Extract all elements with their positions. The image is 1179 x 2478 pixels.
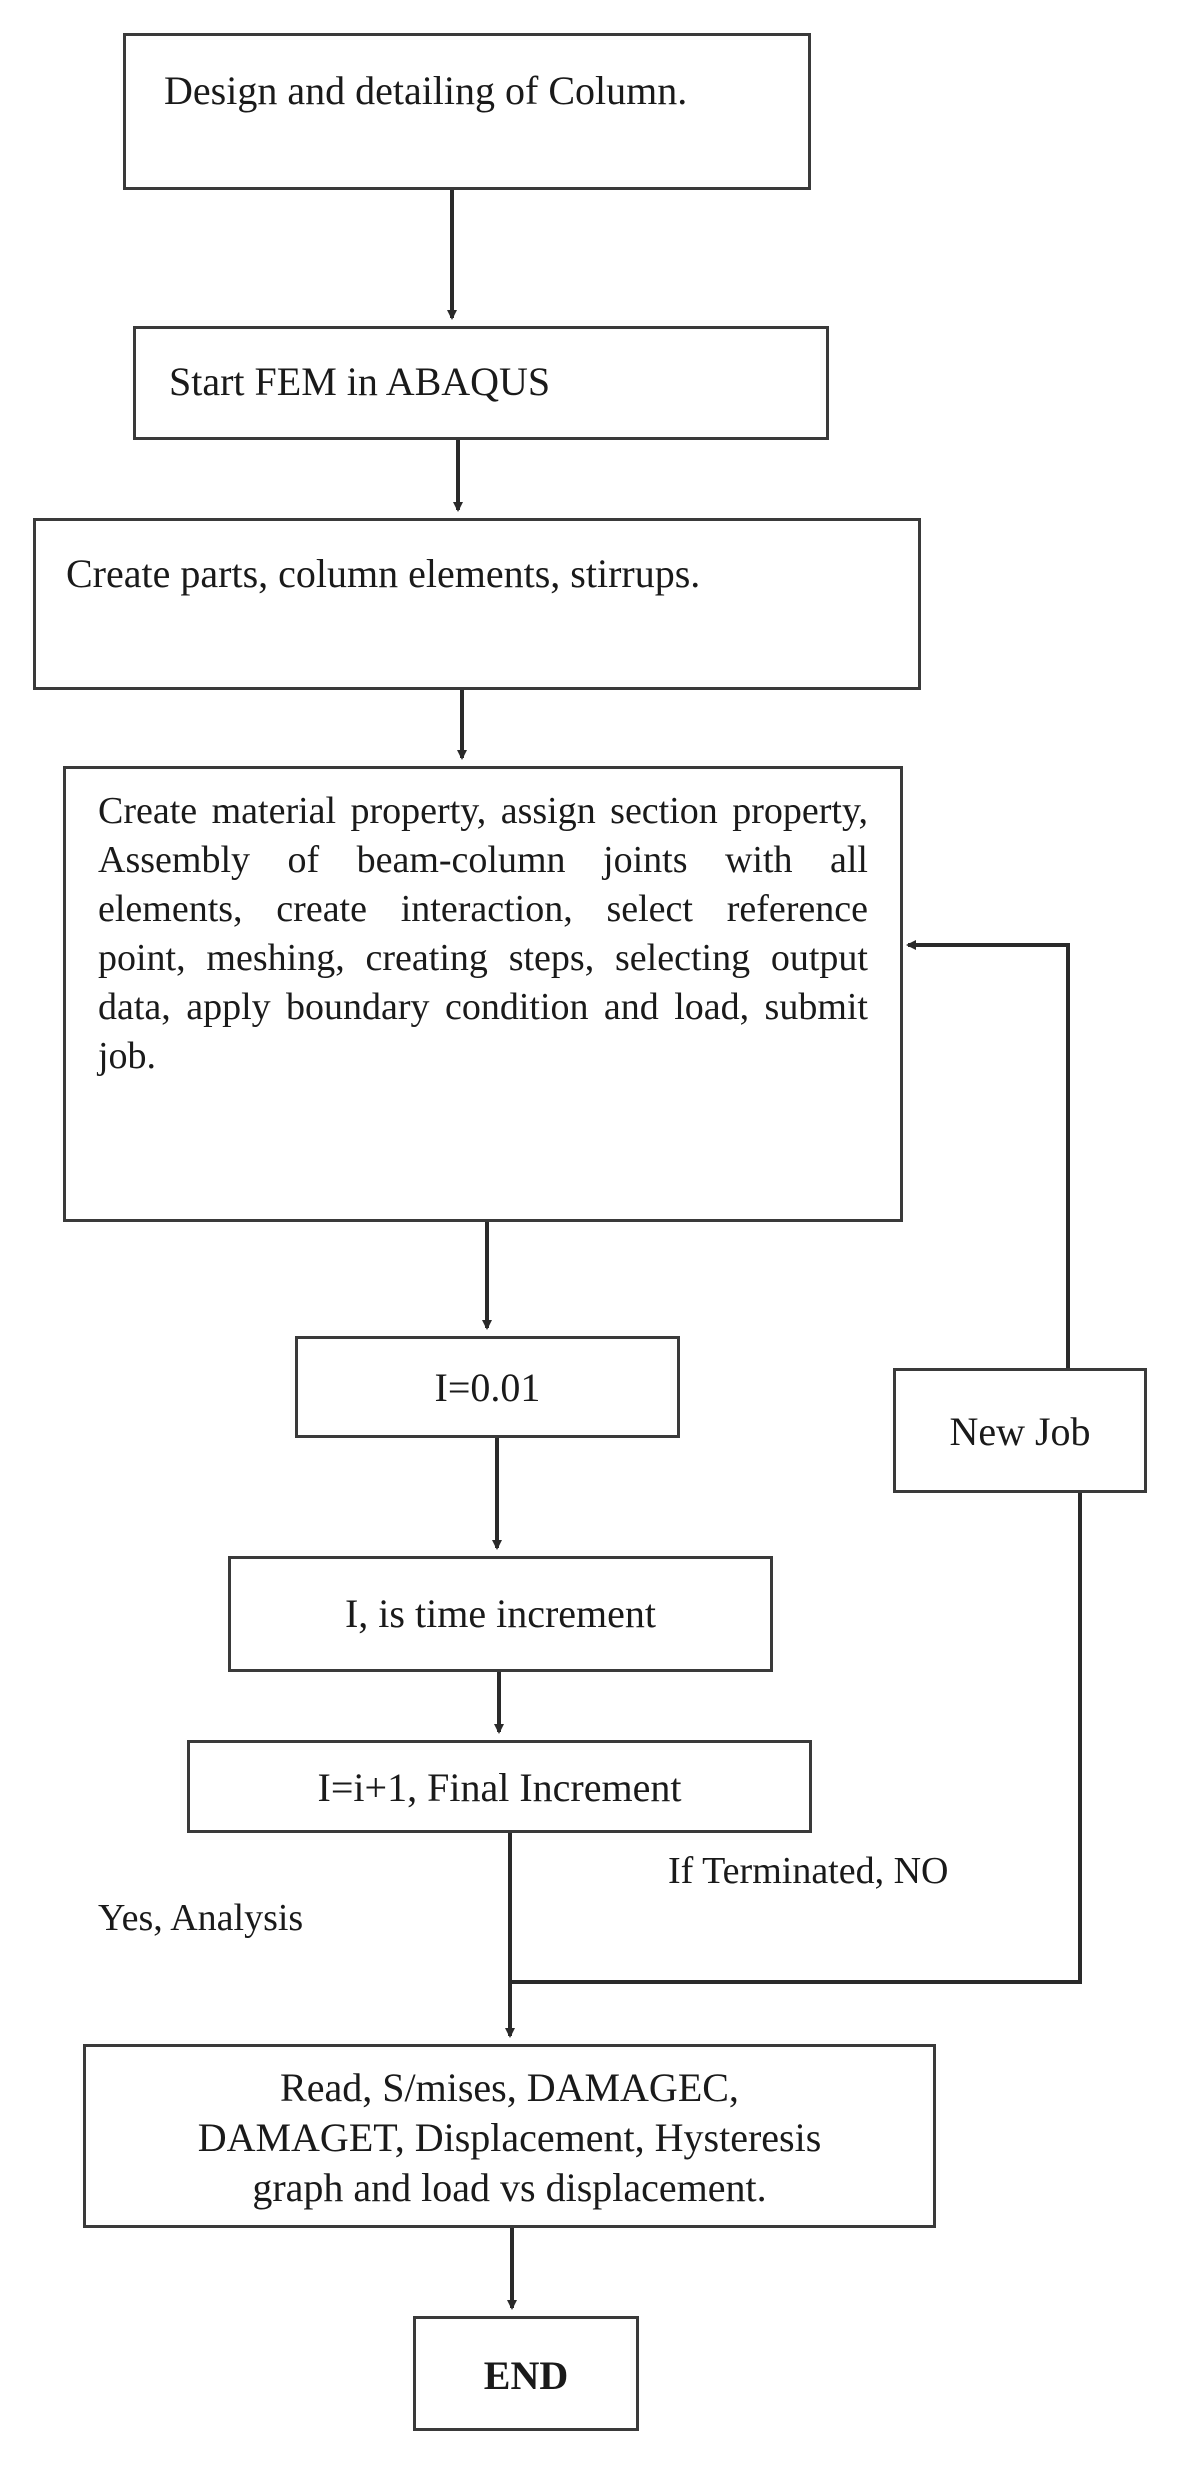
step-design-text: Design and detailing of Column.	[164, 68, 688, 113]
loop-terminated-to-newjob	[510, 1493, 1082, 1984]
step-material-text: Create material property, assign section…	[98, 790, 868, 1077]
step-read-results: Read, S/mises, DAMAGEC, DAMAGET, Displac…	[83, 2044, 936, 2228]
step-start-fem: Start FEM in ABAQUS	[133, 326, 829, 440]
results-line-3: graph and load vs displacement.	[252, 2165, 767, 2210]
step-start-fem-text: Start FEM in ABAQUS	[169, 359, 551, 404]
step-create-parts: Create parts, column elements, stirrups.	[33, 518, 921, 690]
step-final-increment: I=i+1, Final Increment	[187, 1740, 812, 1833]
step-material-property: Create material property, assign section…	[63, 766, 903, 1222]
step-init-increment: I=0.01	[295, 1336, 680, 1438]
step-new-job-text: New Job	[949, 1409, 1091, 1454]
label-if-terminated-no: If Terminated, NO	[668, 1850, 949, 1892]
step-end-text: END	[483, 2353, 569, 2398]
step-new-job: New Job	[893, 1368, 1147, 1493]
results-line-2: DAMAGET, Displacement, Hysteresis	[197, 2115, 822, 2160]
label-yes-analysis: Yes, Analysis	[98, 1897, 304, 1939]
step-create-parts-text: Create parts, column elements, stirrups.	[66, 551, 701, 596]
step-end: END	[413, 2316, 639, 2431]
step-init-increment-text: I=0.01	[434, 1365, 541, 1410]
loop-newjob-to-material	[906, 940, 1070, 1368]
step-design-detailing: Design and detailing of Column.	[123, 33, 811, 190]
results-line-1: Read, S/mises, DAMAGEC,	[280, 2065, 739, 2110]
step-time-increment-text: I, is time increment	[344, 1591, 656, 1636]
step-time-increment: I, is time increment	[228, 1556, 773, 1672]
step-final-increment-text: I=i+1, Final Increment	[317, 1765, 682, 1810]
